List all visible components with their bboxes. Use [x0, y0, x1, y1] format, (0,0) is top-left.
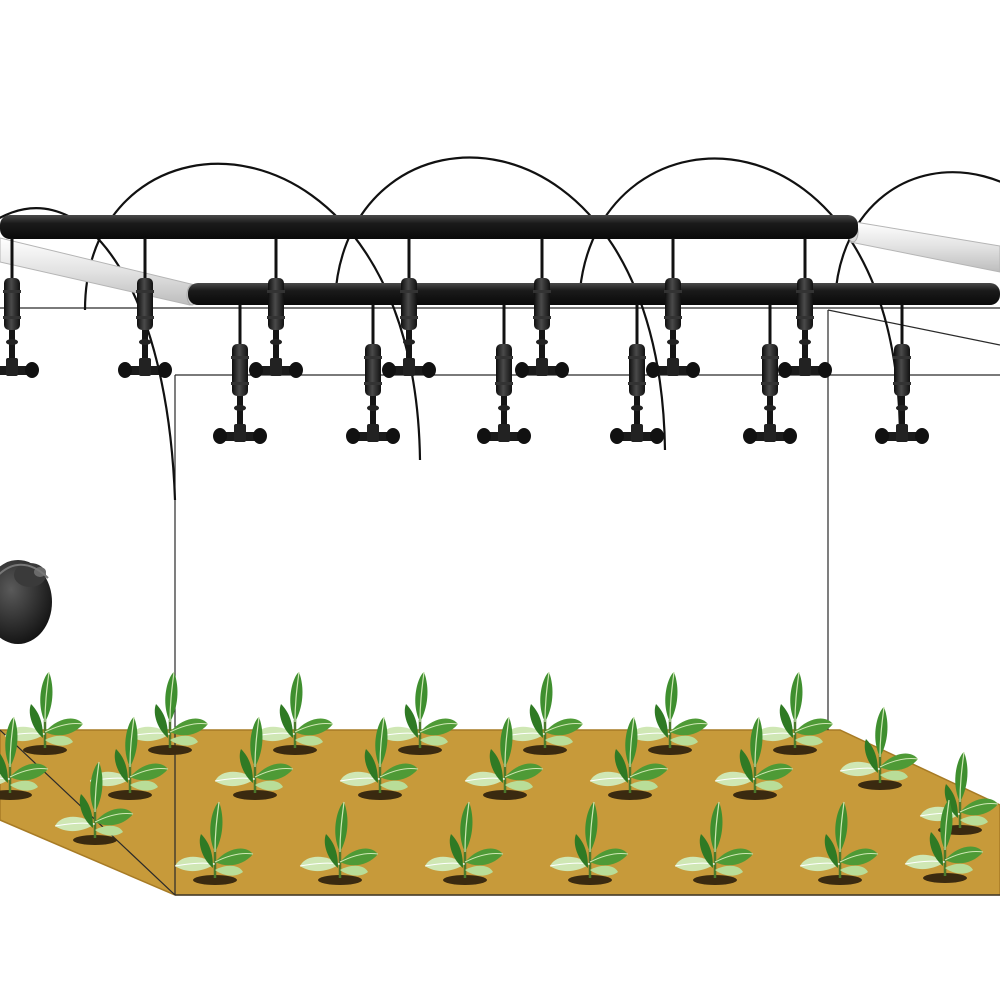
hoop-arch-icon	[0, 207, 177, 501]
water-filter-icon	[0, 560, 52, 644]
greenhouse-frame	[0, 307, 1000, 896]
back-pipe	[0, 215, 858, 239]
front-pipe	[188, 283, 1000, 305]
